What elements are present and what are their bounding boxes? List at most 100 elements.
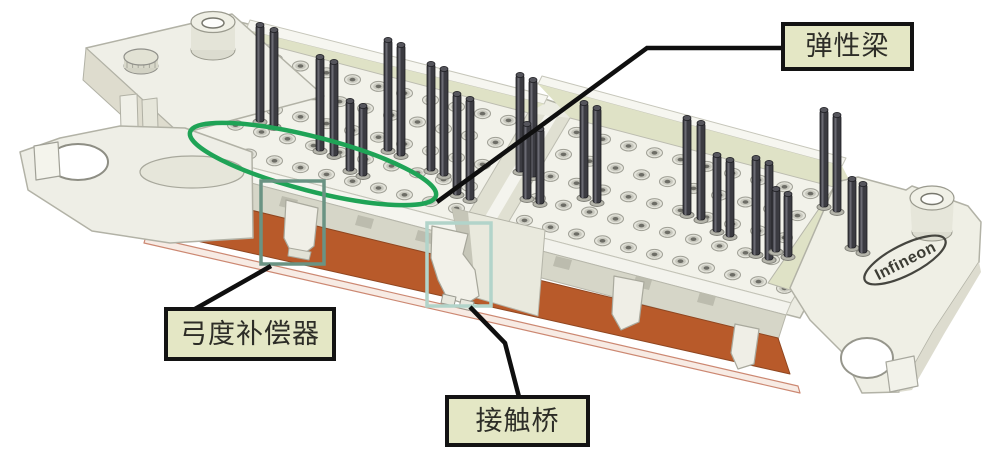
press-fit-pin xyxy=(832,114,842,213)
press-fit-pin xyxy=(712,154,722,233)
pin-tip xyxy=(439,66,449,73)
pin-highlight xyxy=(347,101,350,171)
press-fit-socket xyxy=(690,186,697,191)
press-fit-pin xyxy=(682,117,692,216)
pin-tip xyxy=(383,37,393,44)
press-fit-pin xyxy=(439,68,449,177)
press-fit-socket xyxy=(297,115,304,119)
press-fit-socket xyxy=(755,279,762,284)
press-fit-socket xyxy=(560,152,567,157)
rail-notch xyxy=(355,215,374,229)
cap-mount-notch xyxy=(840,337,894,379)
mount-tower-hole xyxy=(201,17,225,29)
cap-foot-cube xyxy=(885,355,919,393)
pin-tip xyxy=(751,154,761,161)
press-fit-socket xyxy=(547,174,554,179)
back-band-left xyxy=(242,30,544,113)
press-fit-pin xyxy=(269,29,279,128)
pin-highlight xyxy=(773,189,776,252)
label-contact-bridge: 接触桥 xyxy=(445,395,590,447)
press-fit-socket xyxy=(401,193,408,197)
press-fit-socket xyxy=(479,111,486,116)
pin-highlight xyxy=(530,80,533,177)
pin-tip xyxy=(696,120,706,127)
pin-tip xyxy=(783,190,793,197)
press-fit-socket xyxy=(625,195,632,199)
press-fit-socket xyxy=(612,166,619,170)
pin-tip xyxy=(329,59,339,66)
press-fit-socket xyxy=(690,237,697,241)
press-fit-socket xyxy=(651,201,658,206)
power-module-render xyxy=(19,10,982,394)
pin-tip xyxy=(522,121,532,128)
press-fit-socket xyxy=(505,118,512,123)
label-contact-bridge-text: 接触桥 xyxy=(475,405,560,436)
press-fit-socket xyxy=(323,121,330,126)
pin-tip xyxy=(725,156,735,163)
press-fit-socket xyxy=(651,252,658,257)
annotation-layer xyxy=(187,45,783,398)
contact-bridge-peg xyxy=(430,225,480,305)
pin-highlight xyxy=(428,64,431,171)
press-fit-socket xyxy=(586,210,593,214)
pin-tip xyxy=(426,61,436,68)
press-fit-socket xyxy=(297,64,304,68)
press-fit-socket xyxy=(573,130,580,135)
knurled-cap-top xyxy=(123,48,159,66)
compensator-peg xyxy=(730,323,760,370)
press-fit-socket xyxy=(492,140,499,145)
pin-highlight xyxy=(714,155,717,232)
rail-notch xyxy=(697,292,716,306)
press-fit-socket xyxy=(323,172,330,177)
bracket-foot-cube xyxy=(33,141,61,181)
label-bow-compensator-text: 弓度补偿器 xyxy=(180,318,320,349)
pin-highlight xyxy=(785,194,788,257)
press-fit-socket xyxy=(375,186,382,190)
pin-tip xyxy=(269,26,279,33)
press-fit-pin xyxy=(396,44,406,157)
pin-highlight xyxy=(317,57,320,151)
pin-tip xyxy=(515,72,525,79)
press-fit-socket xyxy=(807,191,814,196)
pin-highlight xyxy=(385,40,388,151)
cap-tower-hole xyxy=(920,192,944,206)
pin-tip xyxy=(579,100,589,107)
press-fit-socket xyxy=(625,245,632,250)
press-fit-socket xyxy=(271,159,278,163)
pin-highlight xyxy=(537,129,540,204)
press-fit-socket xyxy=(547,225,554,229)
press-fit-socket xyxy=(703,266,710,270)
pin-tip xyxy=(858,180,868,187)
press-fit-pin xyxy=(858,183,868,254)
label-elastic-beam-text: 弹性梁 xyxy=(805,31,890,61)
pin-highlight xyxy=(834,115,837,212)
pin-tip xyxy=(315,54,325,61)
press-fit-pin xyxy=(725,159,735,238)
pin-tip xyxy=(819,107,829,114)
leader-line-contact-bridge xyxy=(468,305,522,398)
pin-highlight xyxy=(698,123,701,220)
press-fit-socket xyxy=(375,84,382,89)
pin-tip xyxy=(528,77,538,84)
press-fit-socket xyxy=(729,273,736,277)
leader-line-bow-compensator xyxy=(193,264,273,311)
compensator-peg xyxy=(611,275,645,331)
press-fit-socket xyxy=(742,200,749,204)
press-fit-pin xyxy=(465,98,475,201)
press-fit-socket xyxy=(625,144,632,148)
press-fit-pin xyxy=(783,193,793,258)
press-fit-socket xyxy=(651,151,658,155)
pin-highlight xyxy=(331,62,334,156)
pin-tip xyxy=(592,105,602,112)
pin-highlight xyxy=(684,118,687,215)
pin-tip xyxy=(847,175,857,182)
press-fit-socket xyxy=(664,230,671,235)
pin-highlight xyxy=(257,25,260,122)
press-fit-socket xyxy=(349,77,356,82)
elastic-beam-highlight-ellipse xyxy=(187,120,439,208)
pin-highlight xyxy=(753,158,756,255)
rail-notch xyxy=(553,256,572,270)
label-elastic-beam: 弹性梁 xyxy=(781,22,914,71)
pin-highlight xyxy=(467,99,470,200)
